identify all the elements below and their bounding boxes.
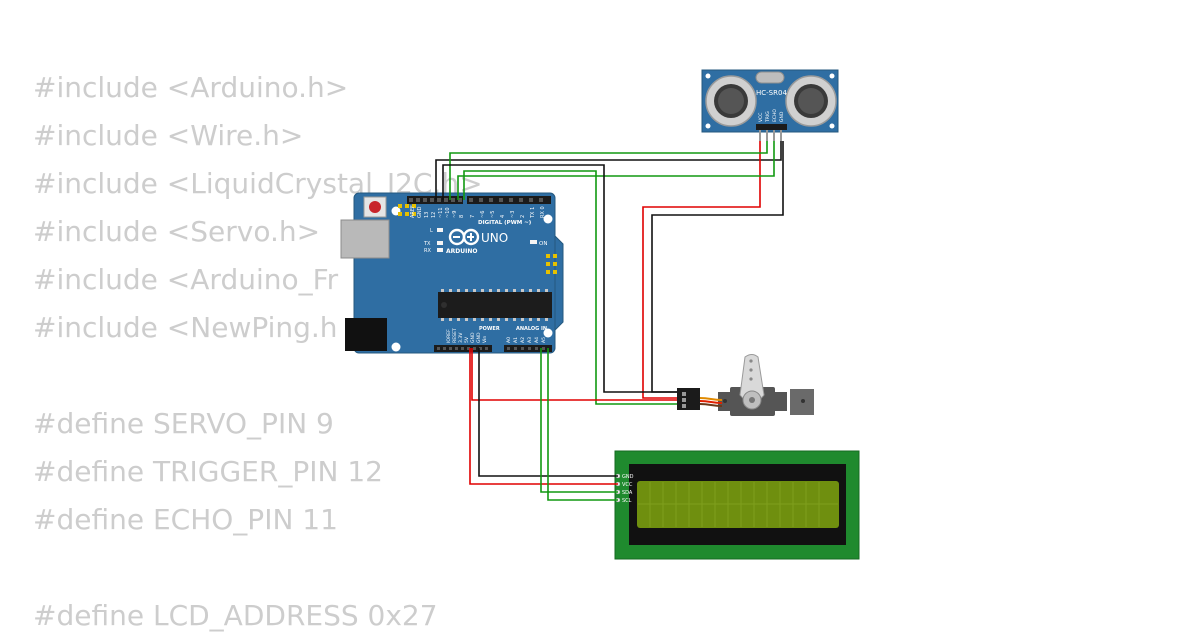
pin-label: IOREF	[446, 329, 452, 343]
pin-label: ~9	[452, 211, 458, 218]
wire-sensor-trig[interactable]	[449, 141, 768, 200]
pin-label: GND	[417, 206, 423, 218]
mounting-hole	[543, 214, 553, 224]
rx-led	[437, 248, 443, 252]
wire-lcd-sda[interactable]	[540, 348, 618, 493]
pin-label: ~3	[510, 211, 516, 218]
code-line: #include <Arduino_Fr	[33, 263, 339, 296]
arduino-uno-board[interactable]: AREF GND 13 12 ~11 ~10 ~9 8 7 ~6 ~5 4 ~3…	[340, 192, 564, 354]
atmega-chip	[438, 292, 552, 318]
l-led	[437, 228, 443, 232]
pin-label: 8	[459, 215, 465, 218]
pin-label: GND	[779, 111, 785, 122]
sensor-header	[756, 124, 787, 130]
on-led-label: ON	[539, 241, 547, 247]
code-line: #define ECHO_PIN 11	[33, 503, 338, 536]
board-brand-label: ARDUINO	[446, 248, 477, 255]
wire-lcd-scl[interactable]	[547, 348, 618, 501]
pin-label: RESET	[452, 328, 458, 343]
arduino-logo	[448, 228, 480, 246]
wire-servo-gnd[interactable]	[442, 164, 677, 393]
wire-servo-vcc[interactable]	[471, 348, 677, 401]
tx-led-label: TX	[423, 241, 431, 247]
mounting-hole	[391, 342, 401, 352]
pin-label: VCC	[622, 482, 633, 488]
tx-led	[437, 241, 443, 245]
pin-label: SCL	[622, 498, 632, 504]
power-header-label: POWER	[479, 326, 500, 332]
pin-label: A4	[534, 337, 540, 343]
wire-sensor-vcc[interactable]	[642, 141, 761, 399]
wire-sensor-echo[interactable]	[457, 141, 775, 200]
crystal	[755, 71, 785, 84]
code-line: #include <NewPing.h	[33, 311, 338, 344]
pin-label: A0	[506, 337, 512, 343]
pin-label: A1	[513, 337, 519, 343]
pin-label: 2	[520, 215, 526, 218]
pin-label: GND	[470, 332, 476, 343]
wires	[435, 141, 784, 501]
digital-header-label: DIGITAL (PWM ~)	[478, 220, 532, 226]
sensor-model-label: HC-SR04	[756, 89, 787, 97]
pin-label: 5V	[464, 336, 470, 343]
pin-label: ~10	[445, 207, 451, 218]
ultrasonic-sensor-hc-sr04[interactable]: HC-SR04 VCC TRIG ECHO GND	[701, 69, 839, 141]
pin-label: ~6	[480, 211, 486, 218]
analog-header-label: ANALOG IN	[516, 326, 547, 332]
pin-label: GND	[622, 474, 634, 480]
pin-label: TX 1	[530, 207, 536, 219]
pin-label: ECHO	[772, 109, 778, 122]
rx-led-label: RX	[424, 248, 431, 254]
pin-label: A5	[541, 337, 547, 343]
wire-sensor-gnd-servo[interactable]	[651, 141, 784, 393]
code-line: #define TRIGGER_PIN 12	[33, 455, 383, 488]
code-line: #include <Servo.h>	[33, 215, 321, 248]
pin-label: RX 0	[540, 206, 546, 218]
lcd-display-16x2[interactable]: GND VCC SDA SCL	[614, 450, 860, 560]
code-line: #define LCD_ADDRESS 0x27	[33, 599, 438, 632]
pin-label: A3	[527, 337, 533, 343]
pin-label: 13	[424, 212, 430, 218]
pin-label: Vin	[482, 336, 488, 343]
pin-label: 12	[431, 212, 437, 218]
wire-lcd-vcc[interactable]	[469, 348, 618, 485]
mounting-hole	[543, 328, 553, 338]
digital-header-left	[407, 196, 463, 204]
board-model-label: UNO	[481, 231, 508, 245]
code-line: #include <Arduino.h>	[33, 71, 349, 104]
pin-label: 3.3V	[458, 332, 464, 343]
board-edge	[554, 234, 564, 332]
pin-label: ~5	[490, 211, 496, 218]
pin-label: 7	[470, 215, 476, 218]
pin-label: SDA	[622, 490, 633, 496]
pin-label: TRIG	[765, 111, 771, 123]
code-line: #include <Wire.h>	[33, 119, 304, 152]
power-jack	[345, 318, 387, 351]
code-line: #define SERVO_PIN 9	[33, 407, 334, 440]
pin-label: 4	[500, 215, 506, 218]
on-led	[530, 240, 537, 244]
usb-connector	[340, 219, 390, 259]
wire-sensor-gnd[interactable]	[435, 141, 782, 200]
pin-label: VCC	[758, 113, 764, 122]
pin-label: AREF	[410, 205, 416, 218]
reset-button-cap	[369, 201, 381, 213]
servo-connector	[677, 388, 700, 410]
wire-servo-signal[interactable]	[463, 170, 677, 405]
pin-label: GND	[476, 332, 482, 343]
servo-motor[interactable]	[677, 354, 814, 417]
pin-label: A2	[520, 337, 526, 343]
wire-lcd-gnd[interactable]	[478, 348, 618, 477]
pin-label: ~11	[438, 207, 444, 218]
l-led-label: L	[430, 228, 433, 234]
